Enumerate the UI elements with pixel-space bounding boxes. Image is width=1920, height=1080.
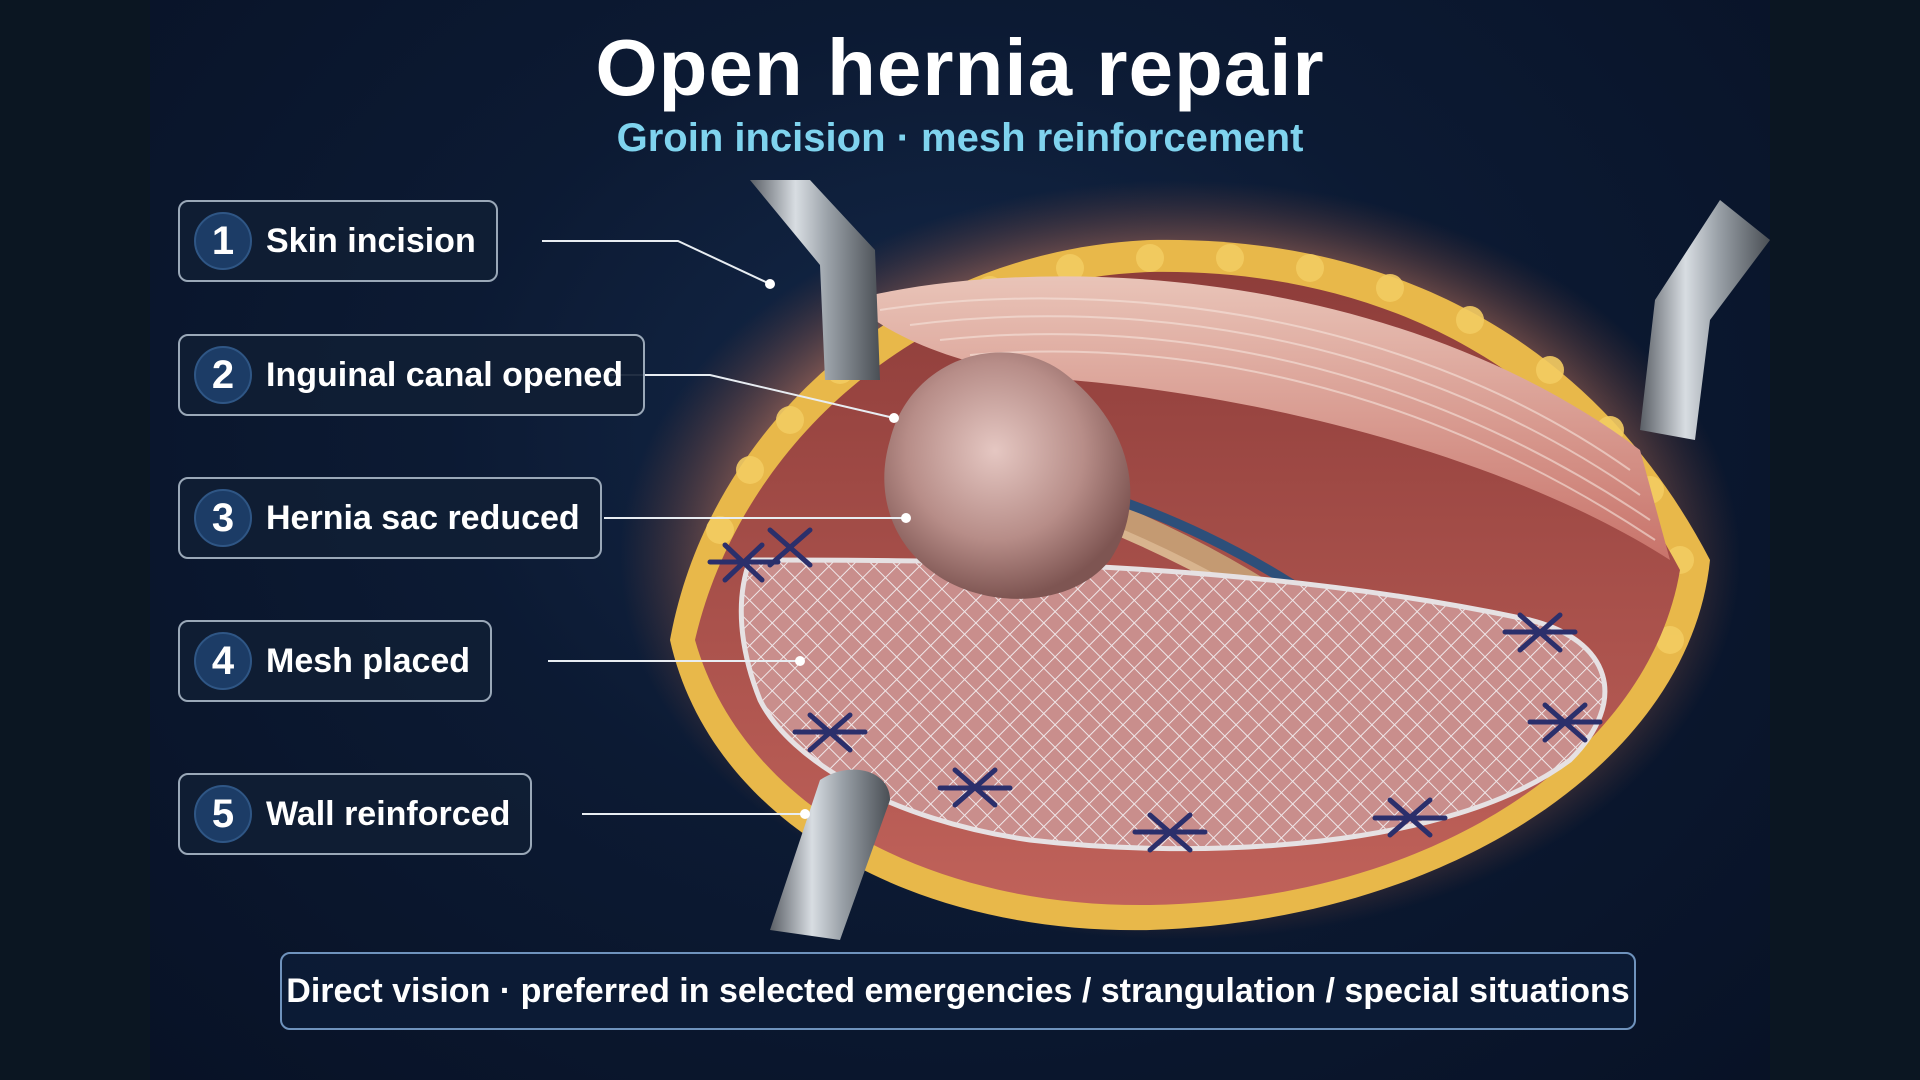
footer-note-text: Direct vision · preferred in selected em… <box>286 971 1630 1010</box>
illustration-canvas: Open hernia repair Groin incision · mesh… <box>150 0 1770 1080</box>
suture-6 <box>1527 702 1603 743</box>
label-inguinal-canal-opened: 2 Inguinal canal opened <box>178 334 646 416</box>
retractors <box>750 180 1770 940</box>
suture-1 <box>707 542 781 583</box>
aponeurosis-flap <box>850 276 1670 560</box>
label-text: Skin incision <box>266 221 476 260</box>
leader-dots <box>765 279 911 819</box>
step-number-badge: 4 <box>194 632 252 690</box>
suture-8 <box>767 527 813 568</box>
retractor-upper-left <box>750 180 880 380</box>
leader-dot-3 <box>901 513 911 523</box>
label-text: Inguinal canal opened <box>266 355 624 394</box>
retractor-lower-left <box>770 769 890 940</box>
footer-note-box: Direct vision · preferred in selected em… <box>280 952 1636 1030</box>
page-subtitle: Groin incision · mesh reinforcement <box>616 116 1304 160</box>
label-text: Mesh placed <box>266 641 471 680</box>
mesh-implant <box>738 557 1608 852</box>
label-text: Hernia sac reduced <box>266 498 580 537</box>
suture-stitches <box>707 527 1603 853</box>
step-number-badge: 1 <box>194 212 252 270</box>
surgical-field-illustration <box>542 180 1770 940</box>
suture-3 <box>937 767 1013 808</box>
step-number-badge: 3 <box>194 489 252 547</box>
suture-5 <box>1372 797 1448 838</box>
label-mesh-placed: 4 Mesh placed <box>178 620 493 702</box>
page-title: Open hernia repair <box>595 23 1325 112</box>
label-hernia-sac-reduced: 3 Hernia sac reduced <box>178 477 602 559</box>
label-skin-incision: 1 Skin incision <box>178 200 498 282</box>
hernia-sac <box>884 352 1131 599</box>
suture-7 <box>1502 612 1578 653</box>
step-number-badge: 5 <box>194 785 252 843</box>
leader-dot-2 <box>889 413 899 423</box>
retractor-upper-right <box>1640 200 1770 440</box>
aponeurosis-fibers <box>879 297 1656 541</box>
step-number-badge: 2 <box>194 346 252 404</box>
leader-dot-1 <box>765 279 775 289</box>
leader-line-1 <box>542 240 771 285</box>
suture-4 <box>1132 812 1208 853</box>
suture-2 <box>792 712 868 753</box>
label-wall-reinforced: 5 Wall reinforced <box>178 773 533 855</box>
leader-dot-4 <box>795 656 805 666</box>
leader-dot-5 <box>800 809 810 819</box>
label-text: Wall reinforced <box>266 794 511 833</box>
